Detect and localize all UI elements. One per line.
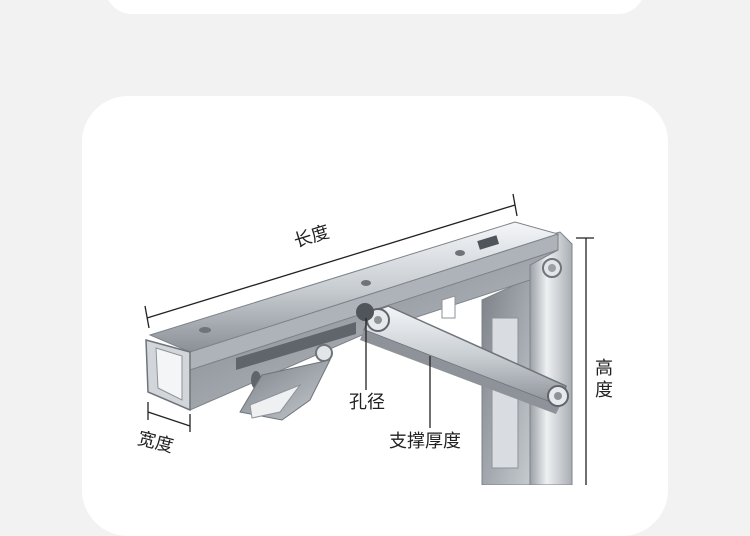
top-card <box>105 0 645 14</box>
bracket-diagram <box>144 193 594 485</box>
support-thickness-label: 支撑厚度 <box>389 431 461 452</box>
height-dimension <box>576 237 594 485</box>
height-label: 高度 <box>595 358 613 401</box>
length-dimension <box>144 193 518 329</box>
width-dimension <box>147 402 191 432</box>
hole-diameter-label: 孔径 <box>349 392 385 413</box>
support-arm <box>356 303 569 414</box>
lower-brace <box>239 359 331 421</box>
